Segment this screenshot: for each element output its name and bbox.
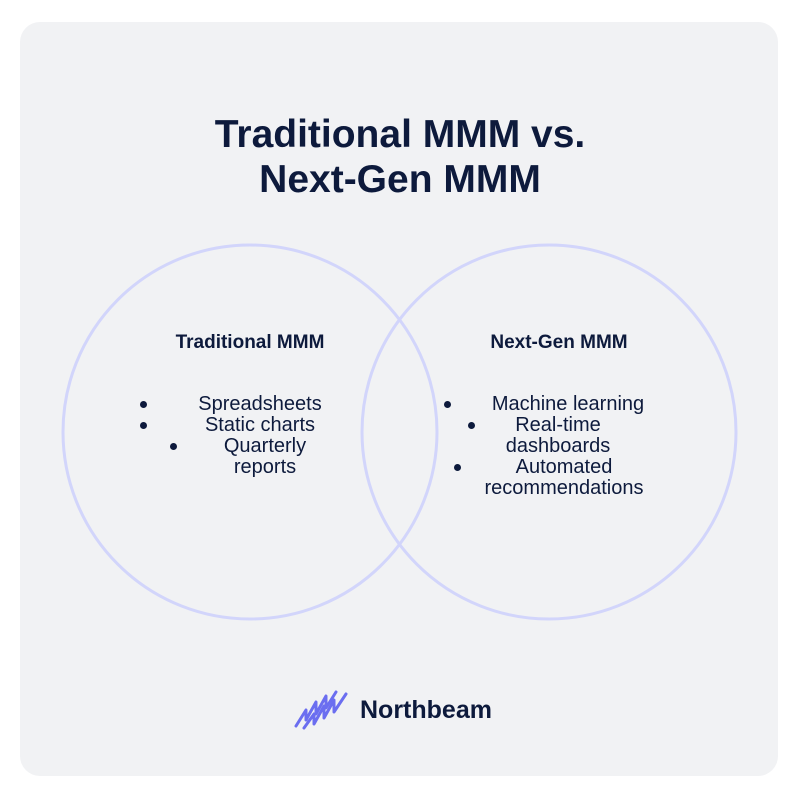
list-item: Machine learning <box>442 394 682 415</box>
right-circle-list: Machine learning Real-time dashboards Au… <box>442 394 682 499</box>
left-circle <box>61 243 439 621</box>
list-item: Quarterly reports <box>170 436 340 478</box>
infographic-card <box>20 22 778 776</box>
title-line-2: Next-Gen MMM <box>259 158 541 201</box>
page-title: Traditional MMM vs. Next-Gen MMM <box>0 112 800 202</box>
list-item: Static charts <box>140 415 360 436</box>
right-circle-heading: Next-Gen MMM <box>490 332 628 353</box>
left-circle-list: Spreadsheets Static charts Quarterly rep… <box>140 394 360 478</box>
list-item: Spreadsheets <box>140 394 360 415</box>
northbeam-logo: Northbeam <box>294 690 492 730</box>
title-line-1: Traditional MMM vs. <box>214 113 586 156</box>
brand-name: Northbeam <box>360 695 492 724</box>
left-circle-heading: Traditional MMM <box>175 332 325 353</box>
list-item: Automated recommendations <box>452 457 664 499</box>
right-circle <box>360 243 738 621</box>
list-item: Real-time dashboards <box>466 415 638 457</box>
northbeam-logo-icon <box>294 690 348 730</box>
